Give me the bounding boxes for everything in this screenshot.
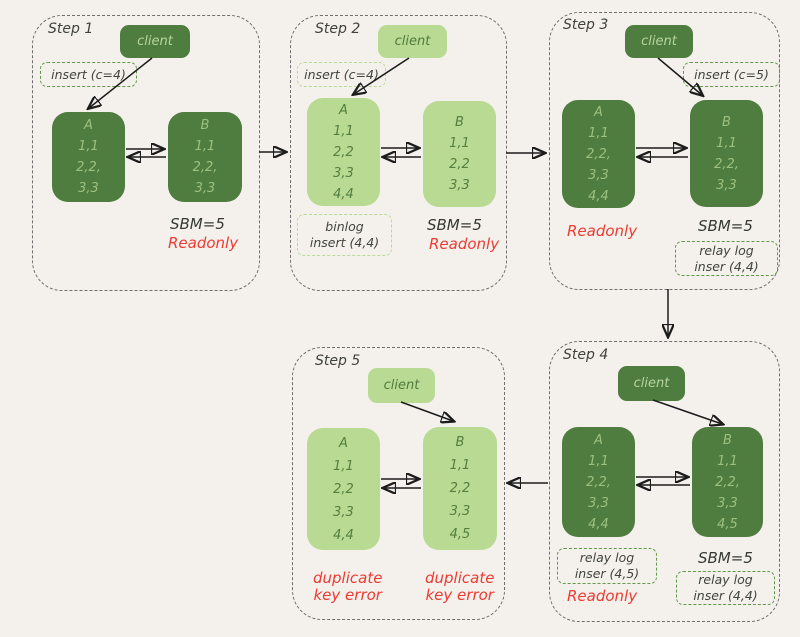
- step5-node-a: A 1,1 2,2 3,3 4,4: [307, 428, 380, 550]
- node-row: 3,3: [333, 165, 354, 181]
- step4-sbm-text: SBM=5: [698, 549, 753, 567]
- node-row: 2,2,: [76, 160, 101, 175]
- step2-node-a: A 1,1 2,2 3,3 4,4: [307, 98, 380, 206]
- node-row: 4,4: [588, 188, 609, 204]
- step3-label: Step 3: [563, 17, 609, 33]
- step4-label: Step 4: [563, 347, 609, 363]
- node-row: 4,5: [717, 516, 738, 532]
- node-row: 1,1: [449, 458, 471, 473]
- node-row: 2,2: [449, 157, 470, 172]
- step5-client-node: client: [368, 368, 435, 403]
- step4-node-a: A 1,1 2,2, 3,3 4,4: [562, 427, 635, 537]
- node-row: 4,5: [449, 527, 471, 542]
- node-row: 3,3: [449, 504, 471, 519]
- step3-node-b: B 1,1 2,2, 3,3: [690, 100, 763, 207]
- node-row: 3,3: [449, 178, 470, 193]
- node-title: A: [339, 435, 348, 451]
- step5-client-label: client: [383, 378, 420, 393]
- step3-client-node: client: [625, 25, 693, 58]
- node-row: 2,2,: [715, 474, 740, 490]
- node-row: 2,2,: [714, 156, 739, 172]
- node-row: 4,4: [333, 527, 354, 543]
- node-title: A: [594, 432, 603, 448]
- node-row: 2,2,: [192, 160, 218, 175]
- node-row: 1,1: [588, 453, 609, 469]
- step2-node-b: B 1,1 2,2 3,3: [423, 101, 496, 207]
- node-row: 3,3: [78, 181, 99, 196]
- node-row: 1,1: [194, 139, 216, 154]
- node-title: A: [594, 104, 603, 120]
- step1-insert-note: insert (c=4): [40, 62, 137, 87]
- node-row: 3,3: [716, 177, 737, 193]
- step4-node-b: B 1,1 2,2, 3,3 4,5: [692, 427, 763, 537]
- node-row: 3,3: [588, 167, 609, 183]
- step3-container: [549, 12, 780, 290]
- step4-container: [549, 341, 780, 622]
- step2-client-label: client: [394, 34, 431, 49]
- node-row: 3,3: [588, 495, 609, 511]
- step1-client-label: client: [137, 34, 173, 49]
- node-row: 2,2: [449, 481, 471, 496]
- step1-client-node: client: [120, 25, 190, 58]
- node-row: 3,3: [333, 504, 354, 520]
- step3-sbm-text: SBM=5: [698, 217, 753, 235]
- step3-readonly-text: Readonly: [567, 222, 638, 240]
- node-row: 1,1: [78, 139, 99, 154]
- step1-container: [32, 15, 260, 291]
- node-row: 3,3: [194, 181, 216, 196]
- step5-label: Step 5: [315, 353, 361, 369]
- step3-client-label: client: [641, 34, 677, 49]
- step2-sbm-text: SBM=5: [427, 216, 482, 234]
- node-row: 1,1: [716, 135, 737, 151]
- node-row: 1,1: [333, 123, 354, 139]
- step2-readonly-text: Readonly: [429, 235, 500, 253]
- step1-node-a: A 1,1 2,2, 3,3: [52, 112, 125, 202]
- step1-node-b: B 1,1 2,2, 3,3: [168, 112, 242, 202]
- node-row: 3,3: [717, 495, 738, 511]
- node-title: B: [455, 435, 465, 450]
- step2-binlog-note: binlog insert (4,4): [297, 214, 392, 256]
- step4-relaylog-a-note: relay log inser (4,5): [557, 548, 657, 584]
- step3-insert-note: insert (c=5): [683, 62, 780, 87]
- node-row: 1,1: [717, 453, 738, 469]
- node-title: B: [200, 118, 210, 133]
- step1-sbm-text: SBM=5: [170, 215, 225, 233]
- node-row: 4,4: [588, 516, 609, 532]
- step2-label: Step 2: [315, 21, 361, 37]
- step3-relaylog-note: relay log inser (4,4): [675, 241, 778, 276]
- step2-client-node: client: [378, 25, 447, 58]
- step5-error-a-text: duplicate key error: [313, 569, 383, 604]
- node-title: B: [455, 115, 464, 130]
- step1-readonly-text: Readonly: [168, 234, 239, 252]
- step4-client-label: client: [633, 376, 670, 391]
- step5-container: [292, 347, 505, 620]
- node-row: 2,2: [333, 144, 354, 160]
- step5-error-b-text: duplicate key error: [425, 569, 495, 604]
- node-row: 2,2: [333, 481, 354, 497]
- node-title: B: [723, 432, 732, 448]
- step5-node-b: B 1,1 2,2 3,3 4,5: [423, 427, 497, 550]
- step1-label: Step 1: [48, 21, 94, 37]
- node-row: 4,4: [333, 186, 354, 202]
- node-title: B: [722, 114, 731, 130]
- node-title: A: [84, 118, 93, 133]
- node-title: A: [339, 102, 348, 118]
- node-row: 1,1: [588, 125, 609, 141]
- step4-readonly-text: Readonly: [567, 587, 638, 605]
- node-row: 1,1: [333, 458, 354, 474]
- step4-client-node: client: [618, 366, 685, 401]
- node-row: 2,2,: [586, 474, 611, 490]
- node-row: 2,2,: [586, 146, 611, 162]
- step2-insert-note: insert (c=4): [297, 62, 386, 87]
- step3-node-a: A 1,1 2,2, 3,3 4,4: [562, 100, 635, 208]
- step4-relaylog-b-note: relay log inser (4,4): [676, 571, 775, 605]
- node-row: 1,1: [449, 136, 470, 151]
